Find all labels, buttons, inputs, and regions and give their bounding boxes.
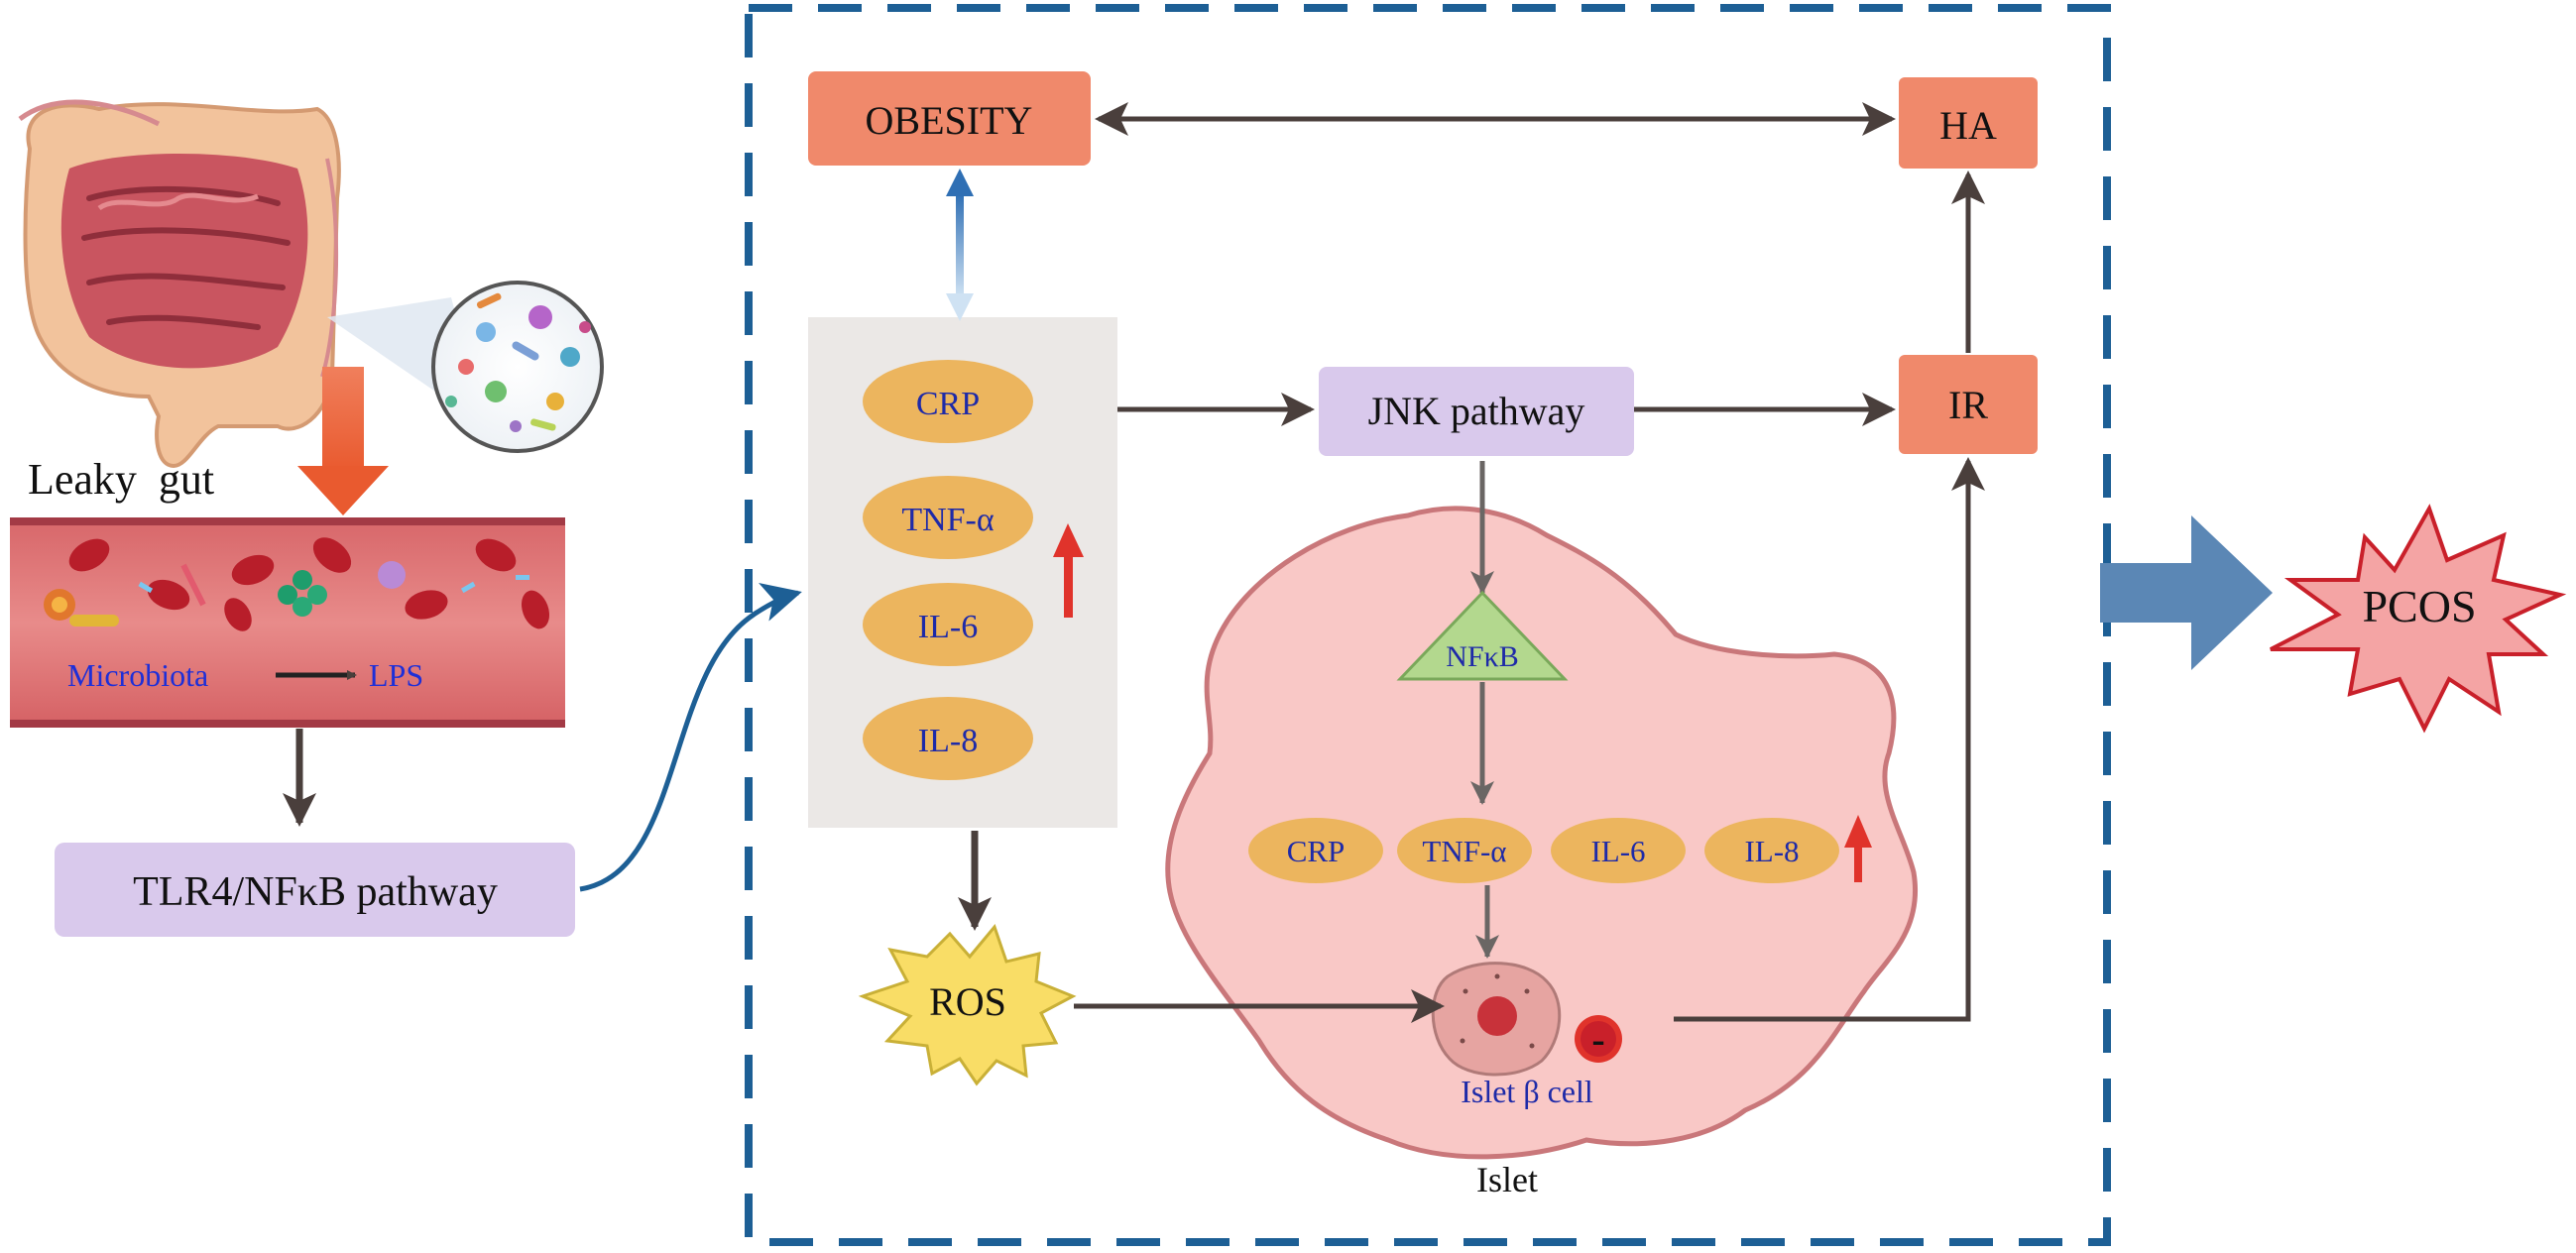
- islet-marker-oval-crp: CRP: [1248, 818, 1383, 883]
- inhibit-badge: -: [1575, 1015, 1622, 1063]
- inhibit-symbol: -: [1591, 1017, 1604, 1062]
- beta-cell-to-ir-arrow: [1674, 457, 1985, 1022]
- lps-label: LPS: [369, 657, 423, 693]
- microbiota-label: Microbiota: [67, 657, 208, 693]
- islet-marker-increase-up-arrow: [1844, 815, 1872, 882]
- leaky-gut-label: Leaky gut: [28, 455, 214, 504]
- marker-increase-up-arrow: [1053, 523, 1084, 618]
- islet-beta-cell: [1431, 962, 1562, 1077]
- islet-marker-label-tnf: TNF-α: [1422, 834, 1506, 868]
- nfkb-label: NFκB: [1446, 640, 1518, 673]
- islet-label: Islet: [1476, 1160, 1538, 1199]
- to-pcos-arrow: [2100, 515, 2273, 670]
- pcos-star: [2270, 504, 2567, 734]
- ha-box: [1899, 77, 2038, 169]
- pcos-label: PCOS: [2362, 581, 2476, 631]
- obesity-markers-arrow: [946, 169, 974, 321]
- ros-star: [858, 923, 1077, 1086]
- marker-oval-crp: CRP: [863, 360, 1033, 443]
- intestine-illustration: [18, 99, 341, 469]
- marker-label-il8: IL-8: [918, 723, 978, 759]
- islet-region: [1165, 506, 1918, 1160]
- obesity-label: OBESITY: [866, 98, 1033, 143]
- dashed-frame: [745, 4, 2111, 1246]
- ir-box: [1899, 355, 2038, 454]
- islet-marker-label-crp: CRP: [1287, 834, 1346, 868]
- tlr4-nfkb-pathway-label: TLR4/NFκB pathway: [133, 869, 498, 915]
- jnk-pathway-label: JNK pathway: [1368, 389, 1585, 433]
- islet-beta-cell-label: Islet β cell: [1461, 1074, 1593, 1109]
- marker-label-il6: IL-6: [918, 609, 978, 645]
- islet-marker-label-il6: IL-6: [1590, 834, 1645, 868]
- marker-label-tnf: TNF-α: [901, 502, 995, 538]
- gut-to-vessel-arrow: [297, 367, 389, 515]
- islet-marker-label-il8: IL-8: [1744, 834, 1799, 868]
- islet-marker-oval-il8: IL-8: [1704, 818, 1839, 883]
- microbiota-magnifier: [327, 281, 604, 453]
- blood-vessel: [10, 517, 565, 728]
- islet-marker-oval-il6: IL-6: [1551, 818, 1686, 883]
- tlr4-nfkb-pathway-box: [55, 843, 575, 937]
- jnk-pathway-box: [1319, 367, 1634, 456]
- obesity-box: [808, 71, 1091, 166]
- ros-label: ROS: [929, 979, 1006, 1024]
- ha-label: HA: [1939, 103, 1997, 148]
- marker-oval-tnf: TNF-α: [863, 476, 1033, 559]
- islet-marker-oval-tnf: TNF-α: [1397, 818, 1532, 883]
- tlr4-to-markers-arrow: [579, 582, 802, 892]
- marker-label-crp: CRP: [916, 386, 980, 422]
- nfkb-triangle: [1396, 590, 1569, 681]
- marker-oval-il6: IL-6: [863, 583, 1033, 666]
- marker-oval-il8: IL-8: [863, 697, 1033, 780]
- ir-label: IR: [1948, 383, 1988, 427]
